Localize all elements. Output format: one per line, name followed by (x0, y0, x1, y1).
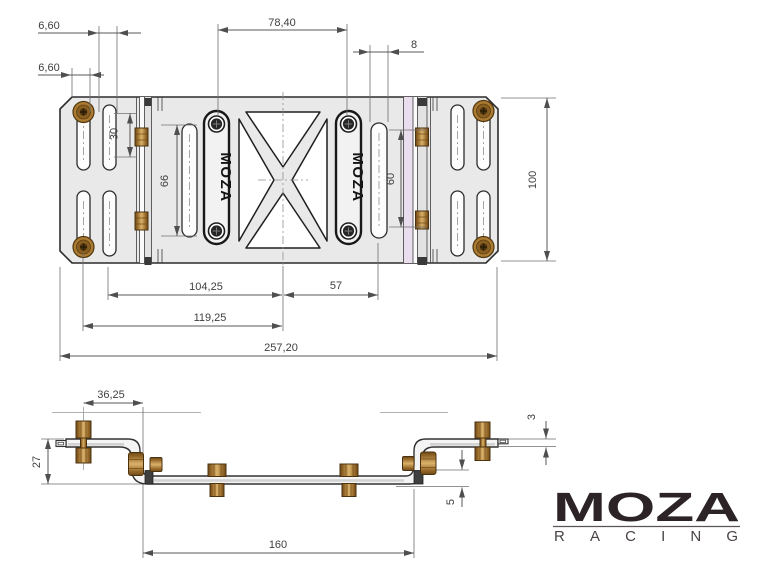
accent-stripe (403, 97, 413, 263)
dim-label: 60 (385, 173, 397, 185)
bolt-head (341, 483, 357, 497)
dim-label: 160 (269, 539, 287, 551)
brass-nut (134, 211, 149, 231)
hex-nut (149, 457, 163, 472)
brass-nut (134, 127, 149, 147)
dim-label: 257,20 (264, 342, 298, 354)
bolt-head (209, 483, 225, 497)
hex-nut (474, 446, 491, 461)
dim-label: 27 (31, 456, 43, 468)
slot-centerlines (83, 115, 484, 246)
top-dimension-lines (38, 27, 550, 359)
top-view: MOZA MOZA (38, 17, 556, 361)
divider-rail-left (134, 97, 152, 265)
dim-label: 6,60 (38, 20, 59, 32)
badge-moza-text: MOZA (349, 152, 366, 202)
dim-label: 3 (526, 414, 538, 420)
dim-label: 57 (330, 280, 342, 292)
hex-nut (75, 447, 92, 464)
rail-end-block (417, 257, 427, 265)
dim-label: 100 (527, 171, 539, 189)
side-view: 36,25 27 160 5 3 (31, 389, 556, 558)
badge-moza-text: MOZA (217, 152, 234, 202)
x-brace-cutout (238, 92, 328, 268)
dim-label: 119,25 (194, 312, 227, 324)
rail-end-block (144, 98, 152, 106)
slot (370, 122, 388, 239)
hex-nut (207, 463, 227, 477)
moza-badge-left: MOZA (202, 109, 234, 246)
divider-rail-right (403, 97, 431, 265)
spacer-block (413, 470, 424, 485)
dim-label: 8 (411, 39, 417, 51)
dim-label: 78,40 (268, 17, 296, 29)
dim-label: 36,25 (97, 389, 125, 401)
side-dimension-lines (45, 400, 549, 556)
hex-nut (75, 420, 92, 439)
brass-screw-icon (72, 235, 95, 259)
badge-screw-icon (339, 115, 358, 133)
spacer-block (144, 470, 154, 485)
badge-screw-icon (207, 222, 226, 240)
badge-screw-icon (339, 222, 358, 240)
side-hardware (75, 420, 491, 497)
logo-moza-text: MOZA (553, 484, 740, 530)
moza-racing-logo: MOZA RACING (553, 484, 740, 545)
hex-nut (474, 421, 491, 439)
dim-label: 6,60 (38, 62, 59, 74)
side-construction-lines (41, 407, 556, 558)
brass-nut (415, 127, 429, 147)
hex-nut (339, 463, 359, 477)
badge-screw-icon (207, 115, 226, 133)
rail-end-block (144, 257, 152, 265)
bracket-end-tabs (55, 438, 509, 448)
bolt-head-side (420, 451, 437, 475)
brass-screw-icon (472, 99, 495, 123)
dim-label: 66 (159, 175, 171, 187)
slot (181, 123, 198, 238)
logo-racing-text: RACING (554, 528, 738, 545)
edge-notches (157, 97, 438, 263)
dim-label: 104,25 (189, 281, 223, 293)
hex-nut (402, 456, 415, 471)
rail-end-block (417, 98, 427, 106)
top-dimension-labels: 6,60 6,60 78,40 8 30 66 60 100 104,25 57… (38, 17, 539, 354)
dim-label: 5 (445, 499, 457, 505)
brass-screw-icon (472, 235, 495, 259)
brass-screw-icon (72, 100, 95, 124)
side-dimension-labels: 36,25 27 160 5 3 (31, 389, 538, 551)
dim-label: 30 (109, 128, 121, 140)
brass-nut (415, 210, 429, 230)
moza-badge-right: MOZA (334, 109, 366, 246)
bolt-head-side (128, 452, 144, 476)
